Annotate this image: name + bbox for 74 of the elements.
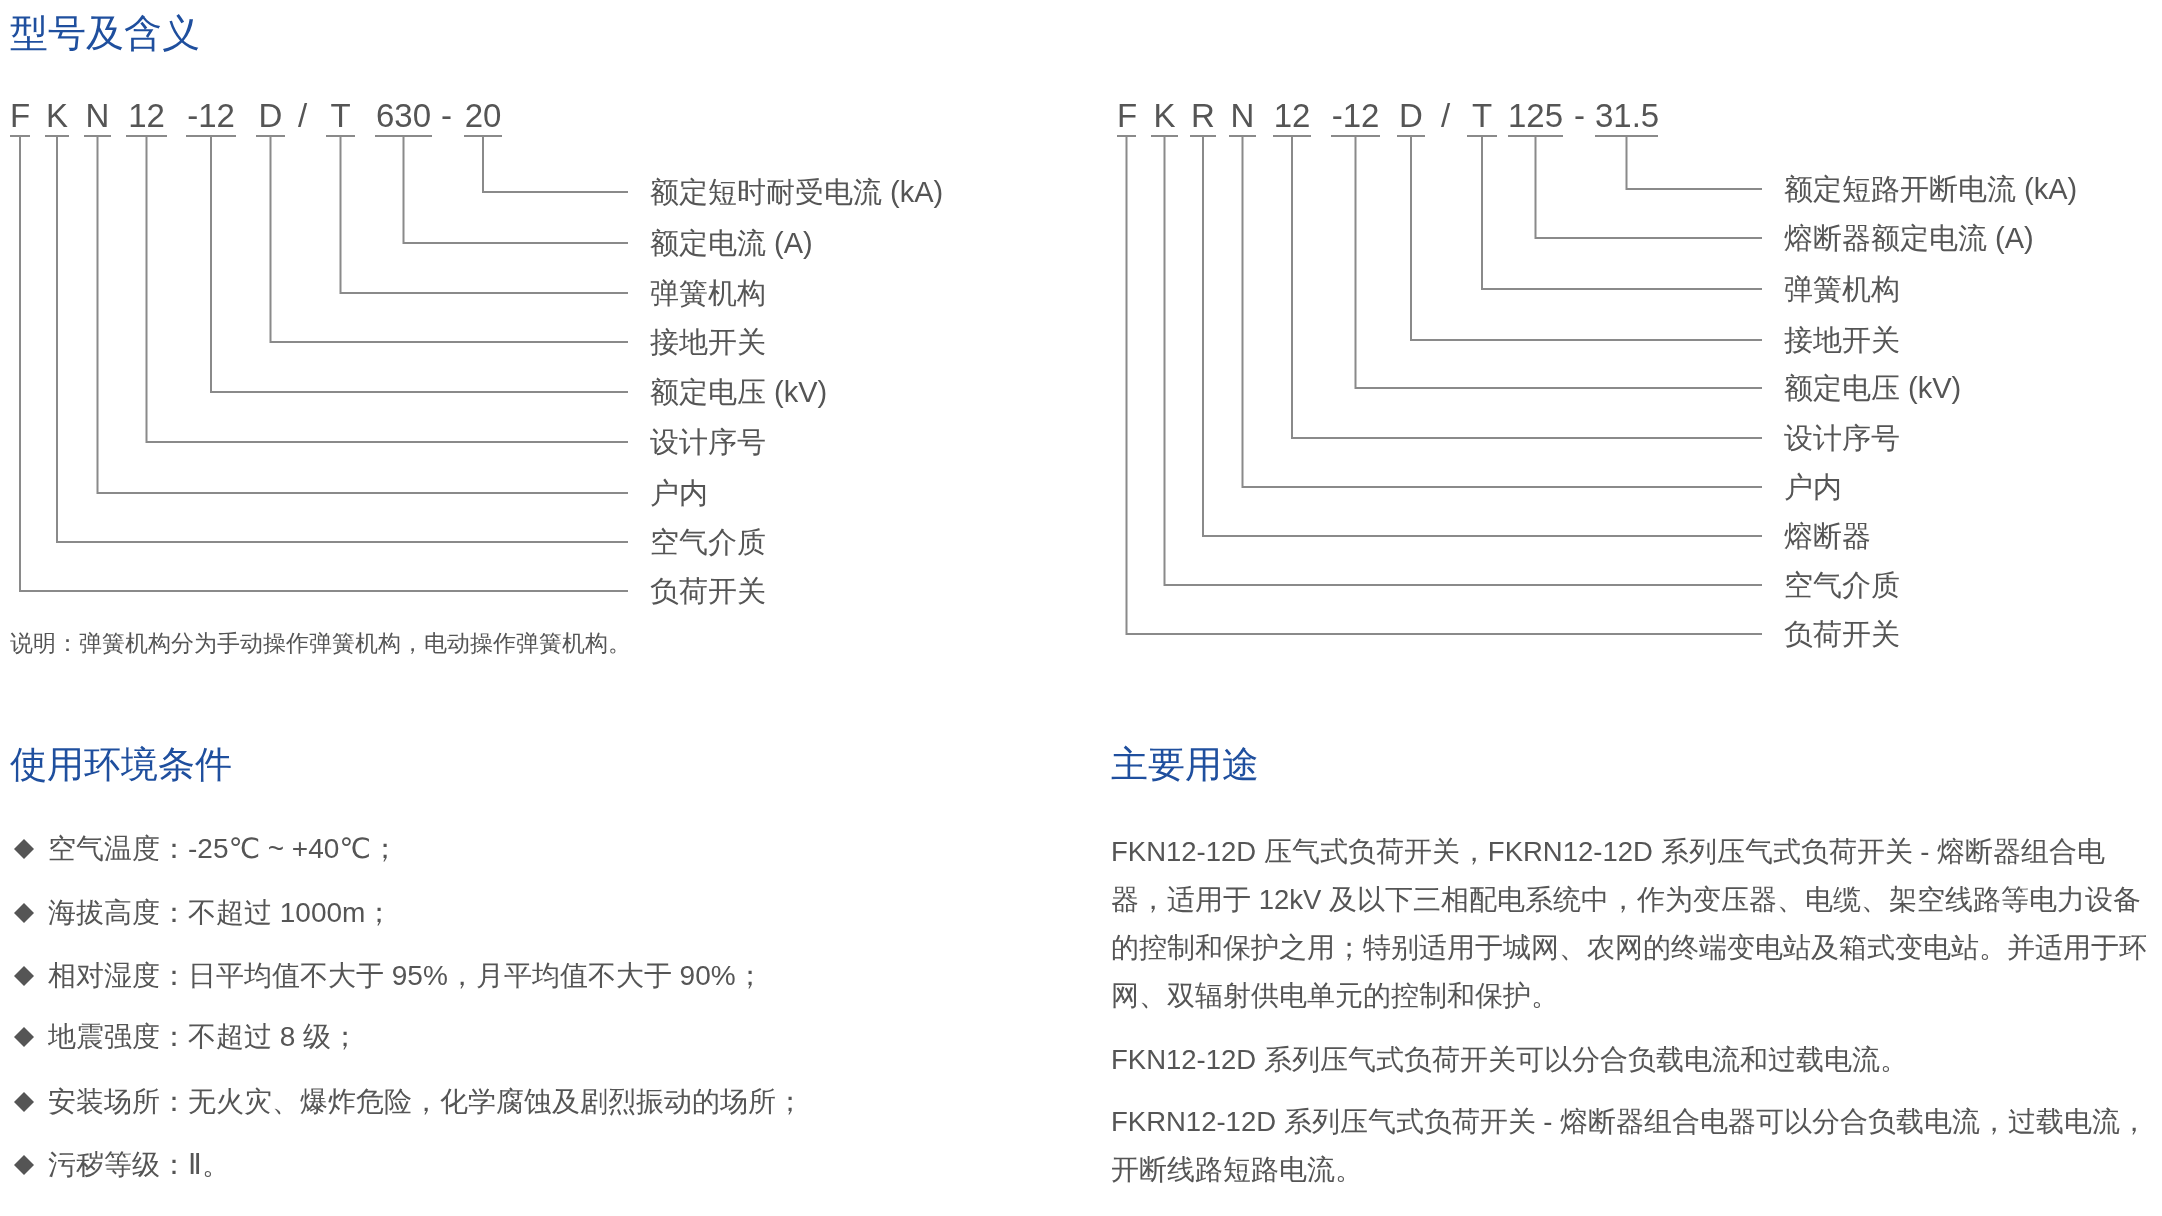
section-heading: 主要用途 (1111, 743, 1259, 787)
section-heading: 使用环境条件 (10, 743, 232, 787)
condition-item: 海拔高度：不超过 1000m； (48, 896, 394, 930)
condition-item: 空气温度：-25℃ ~ +40℃； (48, 832, 399, 866)
code-segment: K (1151, 98, 1178, 137)
code-segment: 12 (126, 98, 167, 137)
leader-line (145, 136, 629, 443)
leader-line (482, 136, 629, 193)
code-segment: N (1229, 98, 1256, 137)
leader-line (1534, 136, 1763, 239)
leader-line (1481, 136, 1763, 290)
meaning-label: 额定短时耐受电流 (kA) (650, 172, 944, 212)
leader-line (1163, 136, 1763, 586)
section-heading: 型号及含义 (10, 11, 200, 56)
code-segment: D (1397, 98, 1425, 137)
meaning-label: 户内 (650, 473, 708, 513)
condition-item: 相对湿度：日平均值不大于 95%，月平均值不大于 90%； (48, 959, 764, 993)
paragraph: FKN12-12D 压气式负荷开关，FKRN12-12D 系列压气式负荷开关 - 熔断器组合电器，适用于 12kV 及以下三相配电系统中，作为变压器、电缆、架空线路等电力设备的控制和保护之用；特别适用于城网、农网的终端变电站及箱式变电站。并适用于环网、双辐射供电单元的控制和保护。 (1111, 835, 2148, 1013)
code-segment: 12 (1273, 98, 1311, 137)
meaning-label: 熔断器 (1784, 516, 1871, 556)
code-segment: T (1467, 98, 1497, 137)
leader-line (210, 136, 629, 393)
separator: / (1441, 98, 1451, 134)
meaning-label: 弹簧机构 (650, 273, 766, 313)
code-segment: D (256, 98, 285, 137)
meaning-label: 设计序号 (1784, 418, 1900, 458)
meaning-label: 额定短路开断电流 (kA) (1784, 169, 2078, 209)
leader-line (1410, 136, 1763, 341)
code-segment: T (326, 98, 355, 137)
meaning-label: 熔断器额定电流 (A) (1784, 218, 2034, 258)
meaning-label: 负荷开关 (650, 571, 766, 611)
meaning-label: 负荷开关 (1784, 614, 1900, 654)
meaning-label: 额定电流 (A) (650, 223, 813, 263)
code-segment: -12 (186, 98, 236, 137)
meaning-label: 空气介质 (1784, 565, 1900, 605)
meaning-label: 弹簧机构 (1784, 269, 1900, 309)
code-segment: R (1190, 98, 1216, 137)
leader-line (1125, 136, 1763, 635)
code-segment: N (84, 98, 111, 137)
leader-line (1202, 136, 1763, 537)
leader-line (56, 136, 629, 543)
meaning-label: 额定电压 (kV) (650, 372, 828, 412)
code-segment: 20 (464, 98, 502, 137)
note-text: 说明：弹簧机构分为手动操作弹簧机构，电动操作弹簧机构。 (10, 629, 631, 658)
code-segment: -12 (1331, 98, 1380, 137)
leader-line (1625, 136, 1763, 190)
code-segment: K (45, 98, 69, 137)
leader-line (1291, 136, 1763, 439)
separator: / (298, 98, 308, 134)
leader-line (269, 136, 629, 343)
leader-line (96, 136, 629, 494)
condition-item: 安装场所：无火灾、爆炸危险，化学腐蚀及剧烈振动的场所； (48, 1085, 804, 1119)
separator: - (441, 98, 452, 134)
meaning-label: 户内 (1784, 467, 1842, 507)
meaning-label: 接地开关 (650, 322, 766, 362)
code-segment: F (10, 98, 30, 137)
code-segment: F (1117, 98, 1136, 137)
code-segment: 630 (375, 98, 432, 137)
meaning-label: 接地开关 (1784, 320, 1900, 360)
condition-item: 污秽等级：Ⅱ。 (48, 1148, 230, 1182)
code-segment: 31.5 (1595, 98, 1658, 137)
meaning-label: 设计序号 (650, 422, 766, 462)
leader-line (1354, 136, 1763, 389)
meaning-label: 空气介质 (650, 522, 766, 562)
paragraph: FKRN12-12D 系列压气式负荷开关 - 熔断器组合电器可以分合负载电流，过载电流，开断线路短路电流。 (1111, 1105, 2150, 1187)
leader-line (402, 136, 629, 244)
meaning-label: 额定电压 (kV) (1784, 368, 1962, 408)
paragraph: FKN12-12D 系列压气式负荷开关可以分合负载电流和过载电流。 (1111, 1043, 1909, 1077)
leader-line (1241, 136, 1763, 488)
code-segment: 125 (1508, 98, 1563, 137)
condition-item: 地震强度：不超过 8 级； (48, 1020, 360, 1054)
leader-line (339, 136, 629, 294)
separator: - (1574, 98, 1585, 134)
leader-line (19, 136, 629, 592)
